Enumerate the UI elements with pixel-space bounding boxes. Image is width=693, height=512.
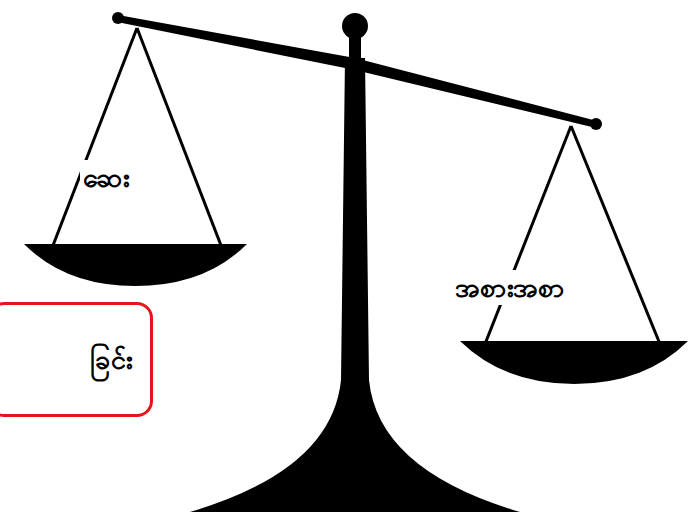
- pan-label: ဆေး: [80, 160, 132, 195]
- pan-string: [137, 28, 222, 248]
- pan-string: [571, 126, 660, 344]
- box-text: ခြင်း: [90, 342, 132, 377]
- right-pan: [460, 341, 688, 384]
- beam-end: [112, 12, 124, 24]
- beam-end: [590, 118, 602, 130]
- pan-string: [52, 28, 137, 248]
- pan-label: အစားအစာ: [452, 270, 568, 305]
- pan-string: [485, 126, 571, 344]
- pivot-knob: [342, 13, 368, 39]
- caption-box: ခြင်း: [0, 302, 153, 417]
- left-pan: [24, 244, 247, 286]
